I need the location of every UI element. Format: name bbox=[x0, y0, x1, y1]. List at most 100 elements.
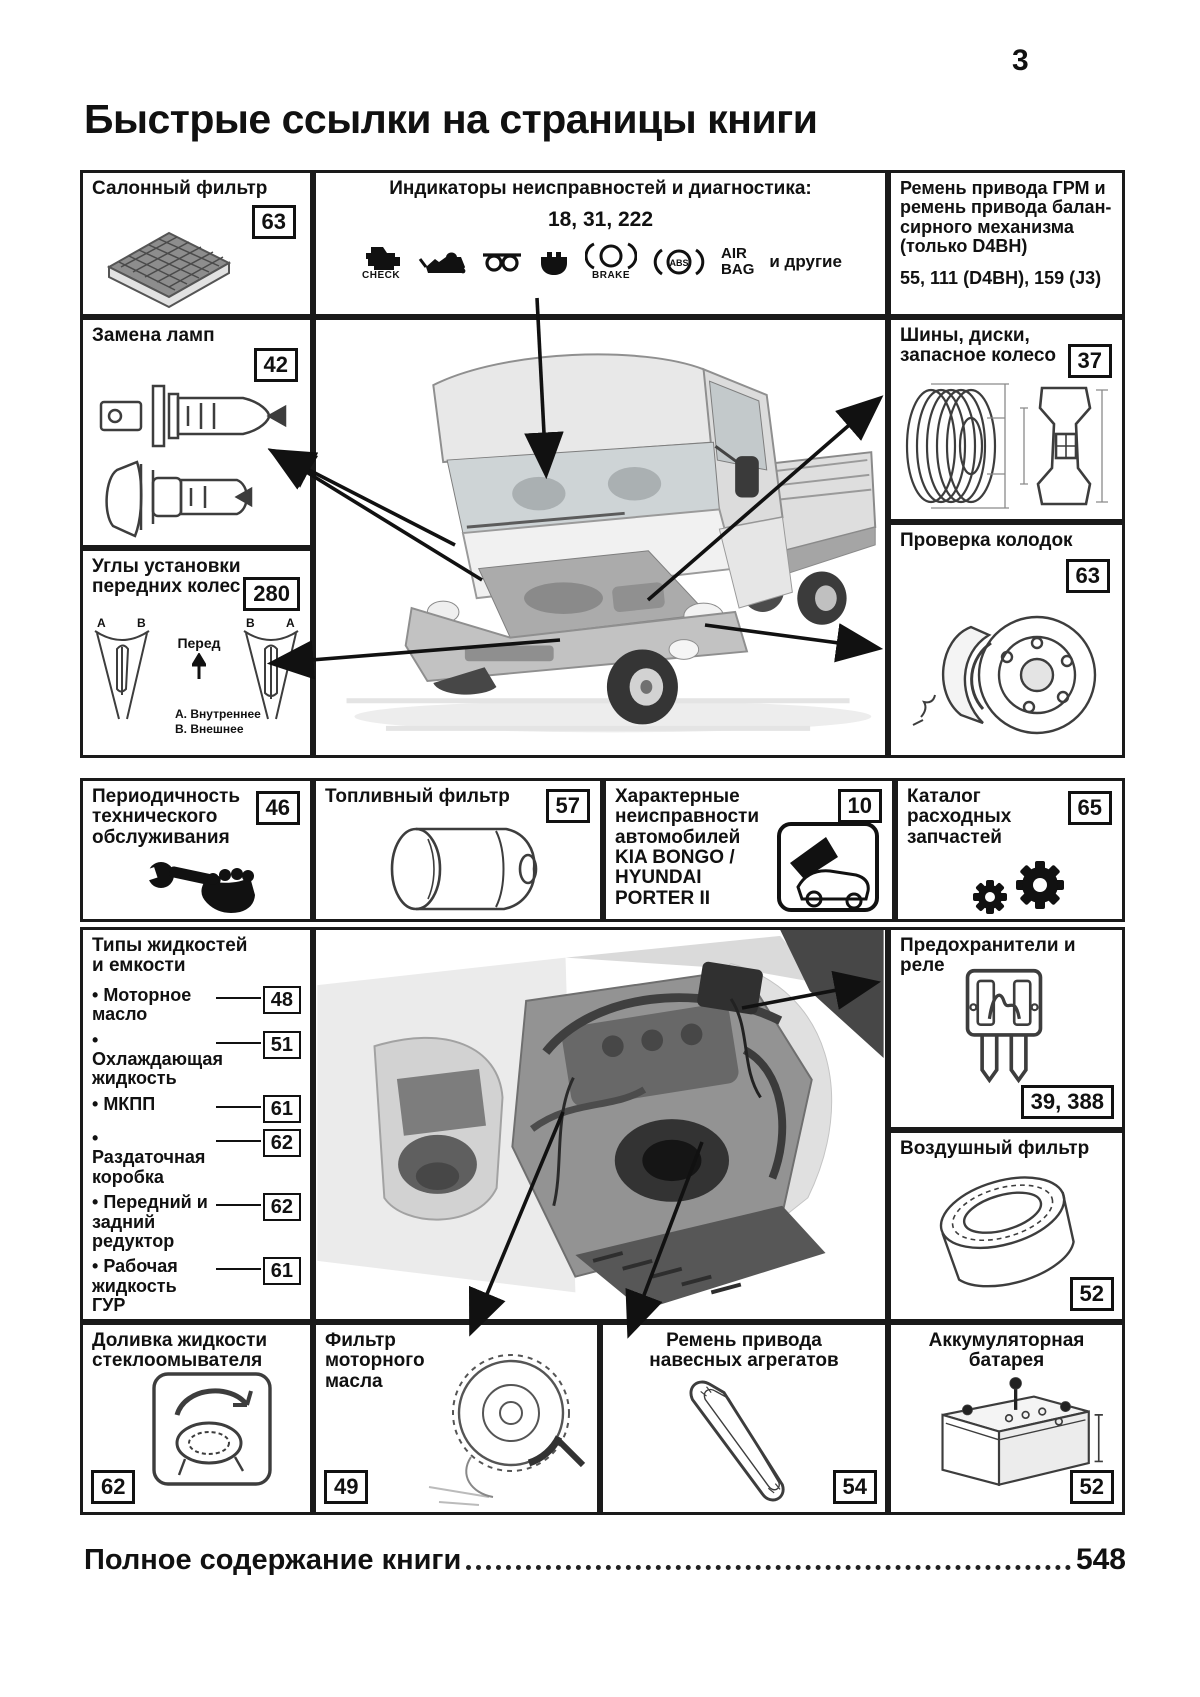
glow-plug-icon bbox=[481, 249, 523, 275]
indicators-title: Индикаторы неисправностей и диагностика: bbox=[389, 178, 812, 199]
tires-box: Шины, диски, запасное колесо 37 bbox=[888, 317, 1125, 522]
oil-filter-page-badge: 49 bbox=[324, 1470, 369, 1504]
drive-belt-illustration bbox=[689, 1380, 785, 1502]
fluid-page-badge: 61 bbox=[262, 1094, 301, 1123]
fuel-filter-box: Топливный фильтр 57 bbox=[313, 778, 603, 922]
parts-catalog-page-badge: 65 bbox=[1067, 791, 1112, 825]
indicator-icons-row: CHECK BRAKE ABS AIR BAG и другие bbox=[325, 242, 876, 281]
washer-fluid-title: Доливка жидкости стеклоомывателя bbox=[92, 1330, 268, 1372]
air-filter-page-badge: 52 bbox=[1069, 1277, 1114, 1311]
fog-bulb-illustration bbox=[105, 460, 253, 538]
fluid-item-axles: Передний и задний редуктор 62 bbox=[92, 1192, 301, 1251]
lamp-replacement-title: Замена ламп bbox=[92, 325, 215, 346]
battery-warning-icon bbox=[538, 248, 570, 276]
fuel-filter-title: Топливный фильтр bbox=[325, 786, 510, 807]
leader-line bbox=[216, 1041, 261, 1044]
typical-faults-title: Характерные неисправности автомобилей KI… bbox=[615, 786, 760, 909]
engine-bay-illustration bbox=[317, 930, 884, 1311]
air-filter-title: Воздушный фильтр bbox=[900, 1138, 1090, 1159]
maintenance-box: Периодичность технического обслуживания … bbox=[80, 778, 313, 922]
typical-faults-page-badge: 10 bbox=[837, 789, 882, 823]
air-filter-box: Воздушный фильтр 52 bbox=[888, 1130, 1125, 1322]
wheel-rim-illustration bbox=[1020, 386, 1108, 506]
alignment-diagram-left: A B bbox=[94, 617, 150, 720]
svg-text:А: А bbox=[286, 617, 295, 630]
front-direction-label: Перед bbox=[169, 635, 229, 679]
wheel-alignment-box: Углы установки передних колес 280 A B В … bbox=[80, 548, 313, 758]
fuses-title: Предохранители и реле bbox=[900, 935, 1076, 977]
fluid-page-badge: 62 bbox=[262, 1128, 301, 1157]
indicators-others-label: и другие bbox=[769, 251, 842, 271]
dot-leader bbox=[466, 1565, 1071, 1570]
oil-filter-title: Фильтр моторного масла bbox=[325, 1330, 425, 1392]
air-filter-illustration bbox=[939, 1176, 1075, 1288]
leader-line bbox=[216, 1204, 261, 1207]
check-engine-icon: CHECK bbox=[359, 242, 403, 281]
battery-page-badge: 52 bbox=[1069, 1470, 1114, 1504]
fluid-item-mt: МКПП 61 bbox=[92, 1094, 301, 1123]
brake-warning-icon: BRAKE bbox=[585, 242, 638, 281]
maintenance-page-badge: 46 bbox=[255, 791, 300, 825]
fluid-item-engine-oil: Моторное масло 48 bbox=[92, 985, 301, 1025]
cabin-filter-page-badge: 63 bbox=[251, 205, 296, 239]
alignment-legend: А. Внутреннее В. Внешнее bbox=[175, 707, 261, 736]
fluid-page-badge: 62 bbox=[262, 1193, 301, 1222]
tire-illustration bbox=[905, 383, 1009, 509]
timing-belt-title: Ремень привода ГРМ и ремень привода бала… bbox=[900, 178, 1112, 256]
fluid-page-badge: 61 bbox=[262, 1257, 301, 1286]
front-arrow-icon bbox=[192, 653, 206, 679]
washer-fluid-page-badge: 62 bbox=[91, 1470, 136, 1504]
page-number: 3 bbox=[1012, 44, 1029, 77]
indicators-pages: 18, 31, 222 bbox=[547, 208, 654, 232]
maintenance-title: Периодичность технического обслуживания bbox=[92, 786, 241, 848]
truck-illustration bbox=[346, 353, 877, 733]
parts-catalog-box: Каталог расходных запчастей 65 bbox=[895, 778, 1125, 922]
footer-label: Полное содержание книги bbox=[84, 1544, 462, 1576]
leader-line bbox=[216, 996, 261, 999]
battery-illustration bbox=[941, 1377, 1103, 1487]
wheel-alignment-title: Углы установки передних колес bbox=[92, 556, 241, 598]
timing-belt-pages: 55, 111 (D4BH), 159 (J3) bbox=[900, 268, 1102, 288]
battery-title: Аккумуляторная батарея bbox=[928, 1330, 1085, 1372]
tires-title: Шины, диски, запасное колесо bbox=[900, 325, 1056, 367]
headlight-bulb-illustration bbox=[99, 384, 287, 448]
truck-overview-cell bbox=[313, 317, 888, 758]
drive-belt-page-badge: 54 bbox=[832, 1470, 877, 1504]
wrench-hand-icon bbox=[141, 862, 255, 913]
footer-toc-line: Полное содержание книги 548 bbox=[84, 1543, 1126, 1577]
brake-pads-box: Проверка колодок 63 bbox=[888, 522, 1125, 758]
oil-filter-illustration bbox=[428, 1354, 586, 1506]
leader-line bbox=[216, 1105, 261, 1108]
abs-icon: ABS bbox=[652, 247, 706, 277]
timing-belt-box: Ремень привода ГРМ и ремень привода бала… bbox=[888, 170, 1125, 317]
fuses-page-badge: 39, 388 bbox=[1020, 1085, 1114, 1119]
brake-pads-title: Проверка колодок bbox=[900, 530, 1073, 551]
leader-line bbox=[216, 1139, 261, 1142]
engine-bay-cell bbox=[313, 927, 888, 1322]
fluids-box: Типы жидкостей и емкости Моторное масло … bbox=[80, 927, 313, 1360]
fluid-page-badge: 51 bbox=[262, 1030, 301, 1059]
gears-icon bbox=[973, 861, 1064, 914]
lamp-replacement-box: Замена ламп 42 bbox=[80, 317, 313, 548]
cabin-filter-illustration bbox=[106, 231, 232, 309]
fluid-item-power-steering: Рабочая жидкость ГУР 61 bbox=[92, 1257, 301, 1315]
fluid-item-transfer-case: Раздаточная коробка 62 bbox=[92, 1128, 301, 1187]
washer-fluid-box: Доливка жидкости стеклоомывателя 62 bbox=[80, 1322, 313, 1515]
fluid-page-badge: 48 bbox=[262, 985, 301, 1014]
typical-faults-box: Характерные неисправности автомобилей KI… bbox=[603, 778, 895, 922]
svg-text:A: A bbox=[97, 617, 106, 630]
svg-text:B: B bbox=[137, 617, 146, 630]
open-hood-icon bbox=[777, 822, 879, 912]
fluids-title: Типы жидкостей и емкости bbox=[92, 935, 248, 977]
cabin-filter-title: Салонный фильтр bbox=[92, 178, 268, 199]
oil-pressure-icon bbox=[418, 249, 466, 275]
fuel-filter-illustration bbox=[390, 827, 538, 911]
washer-reservoir-illustration bbox=[152, 1372, 272, 1486]
svg-text:ABS: ABS bbox=[670, 258, 689, 268]
cabin-filter-box: Салонный фильтр 63 bbox=[80, 170, 313, 317]
svg-text:В: В bbox=[246, 617, 255, 630]
fuse-illustration bbox=[965, 968, 1043, 1084]
brake-pads-page-badge: 63 bbox=[1065, 559, 1110, 593]
fuel-filter-page-badge: 57 bbox=[545, 789, 590, 823]
